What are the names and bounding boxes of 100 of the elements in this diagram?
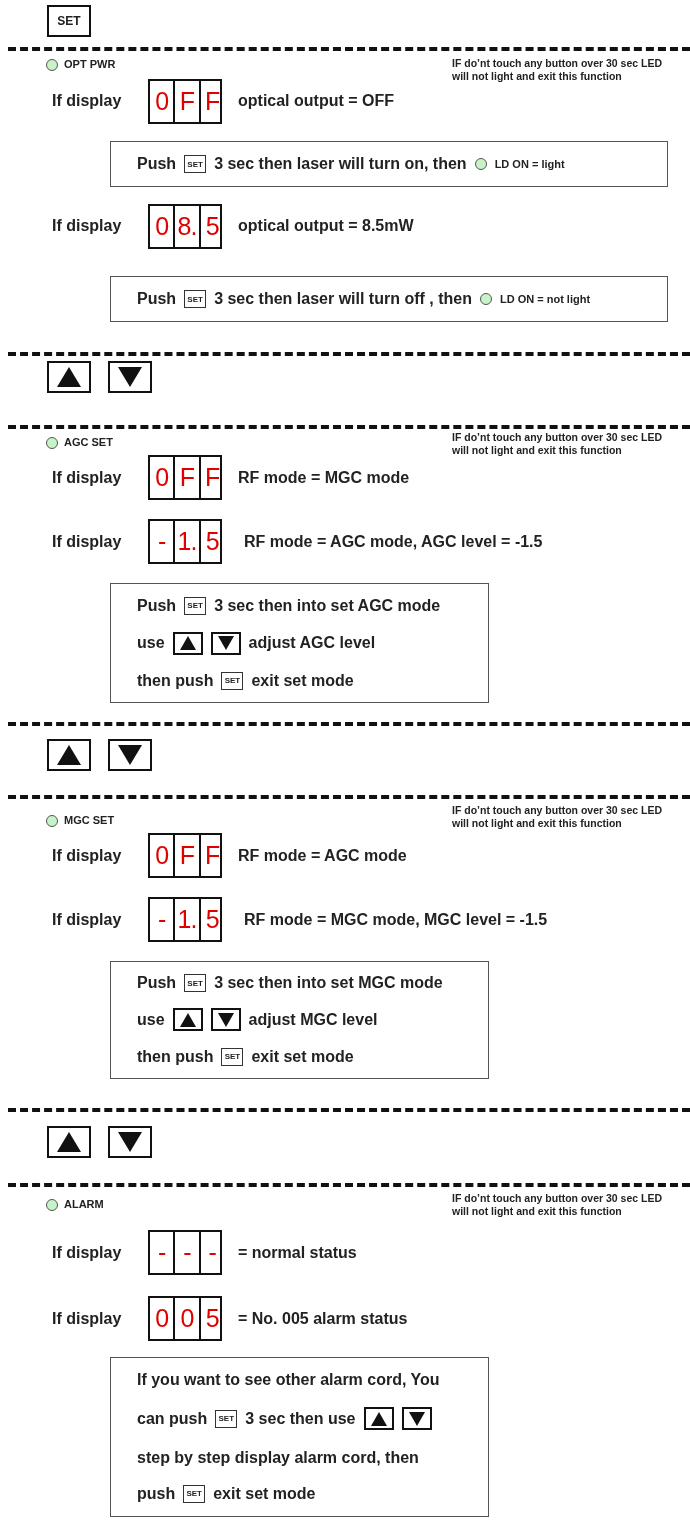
instruction-text: Push [137, 974, 177, 993]
display-digit: - [183, 1240, 191, 1265]
display-digit: F [205, 843, 220, 868]
up-arrow-key [47, 1126, 91, 1158]
up-arrow-key [47, 361, 91, 393]
indicator-label: ALARM [64, 1198, 104, 1210]
display-digit: - [158, 1240, 166, 1265]
label-text: If display [52, 1310, 122, 1328]
set-key: SET [184, 290, 207, 308]
display-digit: 0 [180, 1306, 194, 1331]
led-indicator [474, 158, 487, 170]
display-digit: 5 [205, 529, 219, 554]
indicator-label: LD ON = not light [499, 293, 591, 305]
label-text: If display [52, 1244, 122, 1262]
instruction-box [110, 583, 489, 703]
indicator-label: MGC SET [64, 814, 115, 826]
instruction-text: then push [137, 671, 214, 690]
led-indicator [479, 293, 492, 305]
instruction-text: 3 sec then use [245, 1409, 356, 1428]
instruction-box [110, 961, 489, 1079]
down-arrow-key [210, 631, 241, 655]
display-digit: F [205, 465, 220, 490]
display-digit: F [179, 89, 195, 114]
label-text: optical output = OFF [238, 92, 394, 110]
label-text: If display [52, 533, 122, 551]
set-key: SET [184, 974, 207, 993]
down-arrow-key [210, 1008, 241, 1032]
instruction-text: adjust AGC level [248, 634, 376, 652]
display-digit: F [205, 89, 220, 114]
set-key: SET [183, 1484, 206, 1503]
display-digit: - [158, 907, 166, 932]
instruction-text: use [137, 634, 165, 652]
up-arrow-key [172, 1008, 203, 1032]
seven-segment-display [148, 455, 222, 500]
display-digit: 0 [155, 843, 169, 868]
instruction-text: can push [137, 1409, 208, 1428]
instruction-text: 3 sec then laser will turn off , then [214, 290, 472, 308]
display-digit: 1. [177, 907, 197, 932]
set-key: SET [215, 1409, 238, 1428]
label-text: = normal status [238, 1244, 357, 1262]
set-key: SET [184, 596, 207, 615]
up-arrow-key [47, 739, 91, 771]
seven-segment-display [148, 1296, 222, 1341]
timeout-note: IF do’nt touch any button over 30 sec LED will not light and exit this function [452, 431, 664, 457]
seven-segment-display [148, 833, 222, 878]
indicator-label: AGC SET [64, 436, 113, 448]
instruction-text: then push [137, 1047, 214, 1066]
seven-segment-display [148, 897, 222, 942]
led-indicator [46, 59, 58, 71]
instruction-text: If you want to see other alarm cord, You [137, 1371, 440, 1390]
seven-segment-display [148, 204, 222, 249]
instruction-text: push [137, 1484, 176, 1503]
display-digit: 0 [155, 214, 169, 239]
timeout-note: IF do’nt touch any button over 30 sec LED will not light and exit this function [452, 804, 664, 830]
display-digit: 0 [155, 89, 169, 114]
instruction-text: Push [137, 290, 177, 308]
led-indicator [46, 815, 58, 827]
display-digit: 5 [205, 907, 219, 932]
display-digit: F [179, 465, 195, 490]
label-text: If display [52, 92, 122, 110]
up-arrow-key [363, 1407, 394, 1431]
instruction-text: exit set mode [251, 671, 354, 690]
label-text: RF mode = AGC mode [238, 847, 407, 865]
display-digit: 5 [205, 1306, 219, 1331]
seven-segment-display [148, 519, 222, 564]
set-key: SET [221, 1047, 244, 1066]
up-arrow-key [172, 631, 203, 655]
instruction-box [110, 141, 668, 187]
instruction-box [110, 276, 668, 322]
label-text: If display [52, 911, 122, 929]
label-text: If display [52, 217, 122, 235]
instruction-text: Push [137, 155, 177, 173]
display-digit: F [179, 843, 195, 868]
label-text: If display [52, 847, 122, 865]
down-arrow-key [108, 1126, 152, 1158]
down-arrow-key [401, 1407, 432, 1431]
instruction-text: exit set mode [251, 1047, 354, 1066]
indicator-label: OPT PWR [64, 58, 116, 70]
label-text: RF mode = AGC mode, AGC level = -1.5 [244, 533, 543, 551]
seven-segment-display [148, 79, 222, 124]
display-digit: 0 [155, 465, 169, 490]
timeout-note: IF do’nt touch any button over 30 sec LED will not light and exit this function [452, 1192, 664, 1218]
instruction-text: Push [137, 596, 177, 615]
display-digit: 0 [155, 1306, 169, 1331]
instruction-box [110, 1357, 489, 1517]
indicator-label: LD ON = light [494, 158, 565, 170]
seven-segment-display [148, 1230, 222, 1275]
down-arrow-key [108, 361, 152, 393]
label-text: = No. 005 alarm status [238, 1310, 408, 1328]
label-text: optical output = 8.5mW [238, 217, 414, 235]
instruction-text: 3 sec then into set AGC mode [214, 596, 441, 615]
label-text: RF mode = MGC mode [238, 469, 410, 487]
instruction-text: 3 sec then into set MGC mode [214, 974, 443, 993]
timeout-note: IF do’nt touch any button over 30 sec LED will not light and exit this function [452, 57, 664, 83]
display-digit: 8. [177, 214, 197, 239]
led-indicator [46, 437, 58, 449]
instruction-text: 3 sec then laser will turn on, then [214, 155, 467, 173]
instruction-text: exit set mode [213, 1484, 316, 1503]
set-key: SET [184, 155, 207, 173]
set-key: SET [47, 5, 91, 37]
